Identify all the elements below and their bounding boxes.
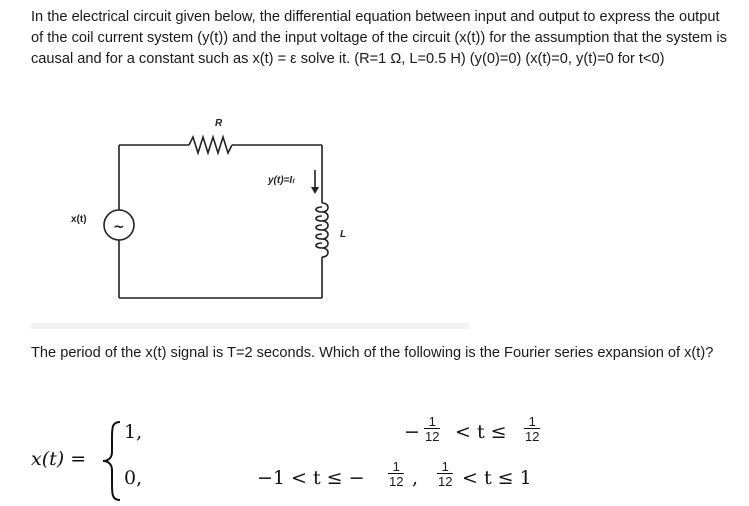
case2-value: 0, <box>124 467 143 489</box>
question-follow-up-text: The period of the x(t) signal is T=2 sec… <box>31 345 714 361</box>
equation-lhs: x(t) = <box>31 448 87 470</box>
resistor-label: R <box>215 118 223 129</box>
case2-prefix: −1 < t ≤ − <box>257 467 365 489</box>
inductor-coil <box>315 202 329 258</box>
case2-fraction-left: 1 12 <box>388 459 405 489</box>
current-label: y(t)=Iₗ <box>267 175 295 186</box>
ac-source-circle <box>103 209 135 241</box>
case1-fraction-right: 1 12 <box>524 414 541 444</box>
case1-value: 1, <box>124 421 143 443</box>
case2-inequality: < t ≤ 1 <box>462 467 532 489</box>
source-label: x(t) <box>71 214 87 225</box>
left-brace <box>102 421 121 501</box>
current-arrow-head <box>311 187 319 194</box>
question-intro-text: In the electrical circuit given below, t… <box>31 9 727 67</box>
case1-fraction-left: 1 12 <box>424 414 441 444</box>
resistor-zigzag <box>188 134 233 156</box>
section-divider <box>31 323 469 329</box>
case2-fraction-right: 1 12 <box>437 459 454 489</box>
case2-comma: , <box>412 467 419 489</box>
case1-inequality: < t ≤ <box>455 421 507 443</box>
case1-minus: − <box>404 421 420 443</box>
ac-source-symbol: ~ <box>113 219 125 235</box>
inductor-label: L <box>340 229 346 240</box>
